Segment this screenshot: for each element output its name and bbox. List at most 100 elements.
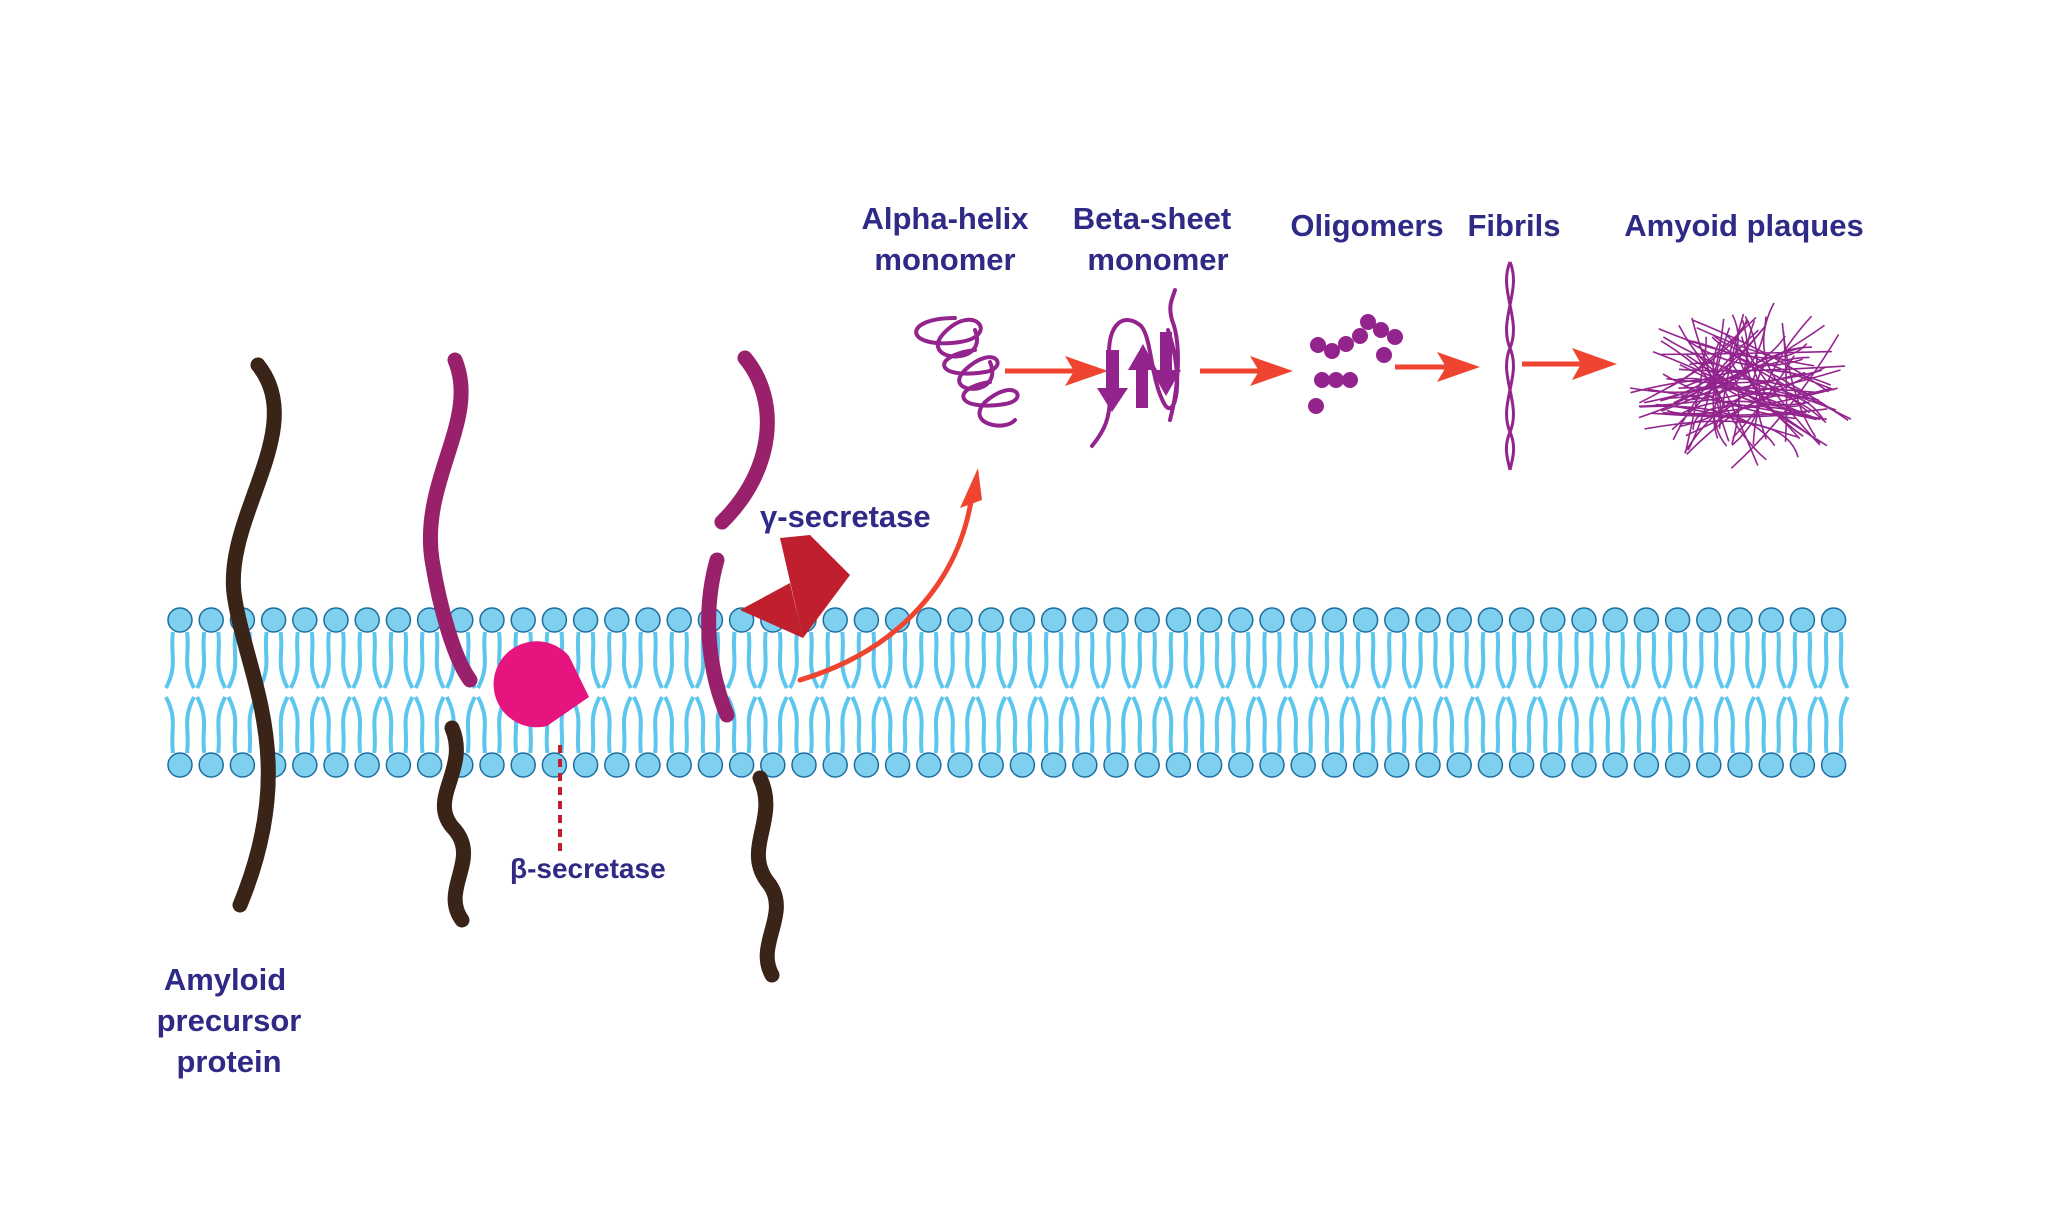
plaque-fibril-strand <box>1643 335 1786 404</box>
lipid-head <box>1446 752 1472 778</box>
lipid-head <box>666 607 692 633</box>
beta-secretase-label: β-secretase <box>510 853 666 884</box>
lipid-head <box>572 607 599 633</box>
lipid-head <box>229 752 256 778</box>
lipid-tail <box>913 696 945 754</box>
lipid-head <box>1134 752 1160 778</box>
lipid-head <box>1009 752 1036 778</box>
lipid-head <box>1789 607 1816 633</box>
lipid-tail <box>195 696 227 754</box>
lipid-tail <box>1006 631 1039 689</box>
lipid-tail <box>663 696 695 754</box>
lipid-tail <box>1256 631 1288 689</box>
alpha-helix-monomer-icon <box>914 316 1020 428</box>
lipid-head <box>791 752 817 778</box>
lipid-head <box>510 607 536 633</box>
beta-sheet-monomer-icon <box>1090 288 1181 448</box>
lipid-head <box>635 607 661 633</box>
lipid-tail <box>1412 631 1444 689</box>
lipid-head <box>1165 752 1192 778</box>
lipid-tail <box>413 631 446 689</box>
lipid-tail <box>1474 696 1507 754</box>
lipid-head <box>167 752 193 778</box>
lipid-head <box>1727 607 1753 633</box>
lipid-tail <box>1755 631 1787 689</box>
lipid-head <box>697 752 724 778</box>
app-label-line2: precursor <box>157 1003 302 1038</box>
lipid-tail <box>1786 631 1819 689</box>
lipid-tail <box>850 631 883 689</box>
lipid-head <box>1602 607 1628 633</box>
plaque-fibril-strand <box>1713 346 1802 439</box>
lipid-head <box>947 752 973 778</box>
lipid-head <box>1696 607 1722 633</box>
gamma-released-upper-fragment <box>714 350 775 530</box>
lipid-tail <box>1412 696 1444 754</box>
lipid-head <box>1540 752 1566 778</box>
lipid-tail <box>413 696 446 754</box>
lipid-tail <box>1193 631 1226 689</box>
plaque-fibril-strand <box>1662 408 1828 416</box>
lipid-head <box>1321 752 1348 778</box>
beta-cleaved-upper-fragment <box>423 352 478 688</box>
lipid-head <box>1040 752 1067 778</box>
pathway-arrow-2 <box>1200 356 1293 386</box>
lipid-tail <box>757 631 789 689</box>
lipid-head <box>198 607 224 633</box>
lipid-tail <box>1568 631 1600 689</box>
lipid-head <box>1446 607 1472 633</box>
plaque-fibril-strand <box>1685 339 1803 367</box>
lipid-tail <box>1755 696 1787 754</box>
lipid-tail <box>1599 696 1631 754</box>
amyloid-plaque-icon <box>1629 302 1852 469</box>
lipid-head <box>1321 607 1348 633</box>
lipid-head <box>1415 607 1441 633</box>
lipid-tail <box>1599 631 1631 689</box>
amyloid-precursor-protein-strand <box>225 357 282 913</box>
lipid-head <box>385 607 412 633</box>
lipid-head <box>1384 752 1410 778</box>
lipid-head <box>1384 607 1410 633</box>
lipid-heads <box>167 607 1847 778</box>
lipid-tail <box>1724 696 1756 754</box>
lipid-head <box>541 607 568 633</box>
lipid-head <box>978 607 1004 633</box>
lipid-head <box>884 752 911 778</box>
lipid-head <box>1664 607 1691 633</box>
lipid-head <box>541 752 568 778</box>
beta-sheet-label: Beta-sheet <box>1073 201 1232 236</box>
lipid-head <box>167 607 193 633</box>
beta-cleaved-lower-fragment <box>436 720 472 928</box>
lipid-tail <box>320 631 352 689</box>
lipid-tail <box>1006 696 1039 754</box>
lipid-tail <box>1817 631 1850 689</box>
lipid-head <box>1571 607 1597 633</box>
lipid-head <box>292 607 318 633</box>
plaque-fibril-strand <box>1644 420 1799 458</box>
lipid-head <box>1228 752 1254 778</box>
lipid-head <box>1571 752 1597 778</box>
lipid-tail <box>1225 696 1257 754</box>
lipid-head <box>1789 752 1816 778</box>
lipid-head <box>1040 607 1067 633</box>
plaque-fibril-strand <box>1666 387 1838 415</box>
lipid-head <box>1758 752 1784 778</box>
lipid-tail <box>1661 631 1694 689</box>
lipid-head <box>947 607 973 633</box>
lipid-tail <box>881 631 914 689</box>
plaque-fibril-strand <box>1734 337 1804 437</box>
lipid-head <box>510 752 536 778</box>
lipid-tail <box>382 631 415 689</box>
lipid-tail <box>1817 696 1850 754</box>
lipid-head <box>1758 607 1784 633</box>
release-arrow <box>797 492 975 683</box>
lipid-head <box>198 752 224 778</box>
lipid-head <box>1664 752 1691 778</box>
lipid-head <box>604 752 630 778</box>
lipid-head <box>260 607 287 633</box>
lipid-head <box>1352 752 1379 778</box>
plaque-fibril-strand <box>1686 394 1825 455</box>
lipid-head <box>354 752 380 778</box>
lipid-head <box>1259 752 1285 778</box>
lipid-tail <box>1537 696 1569 754</box>
